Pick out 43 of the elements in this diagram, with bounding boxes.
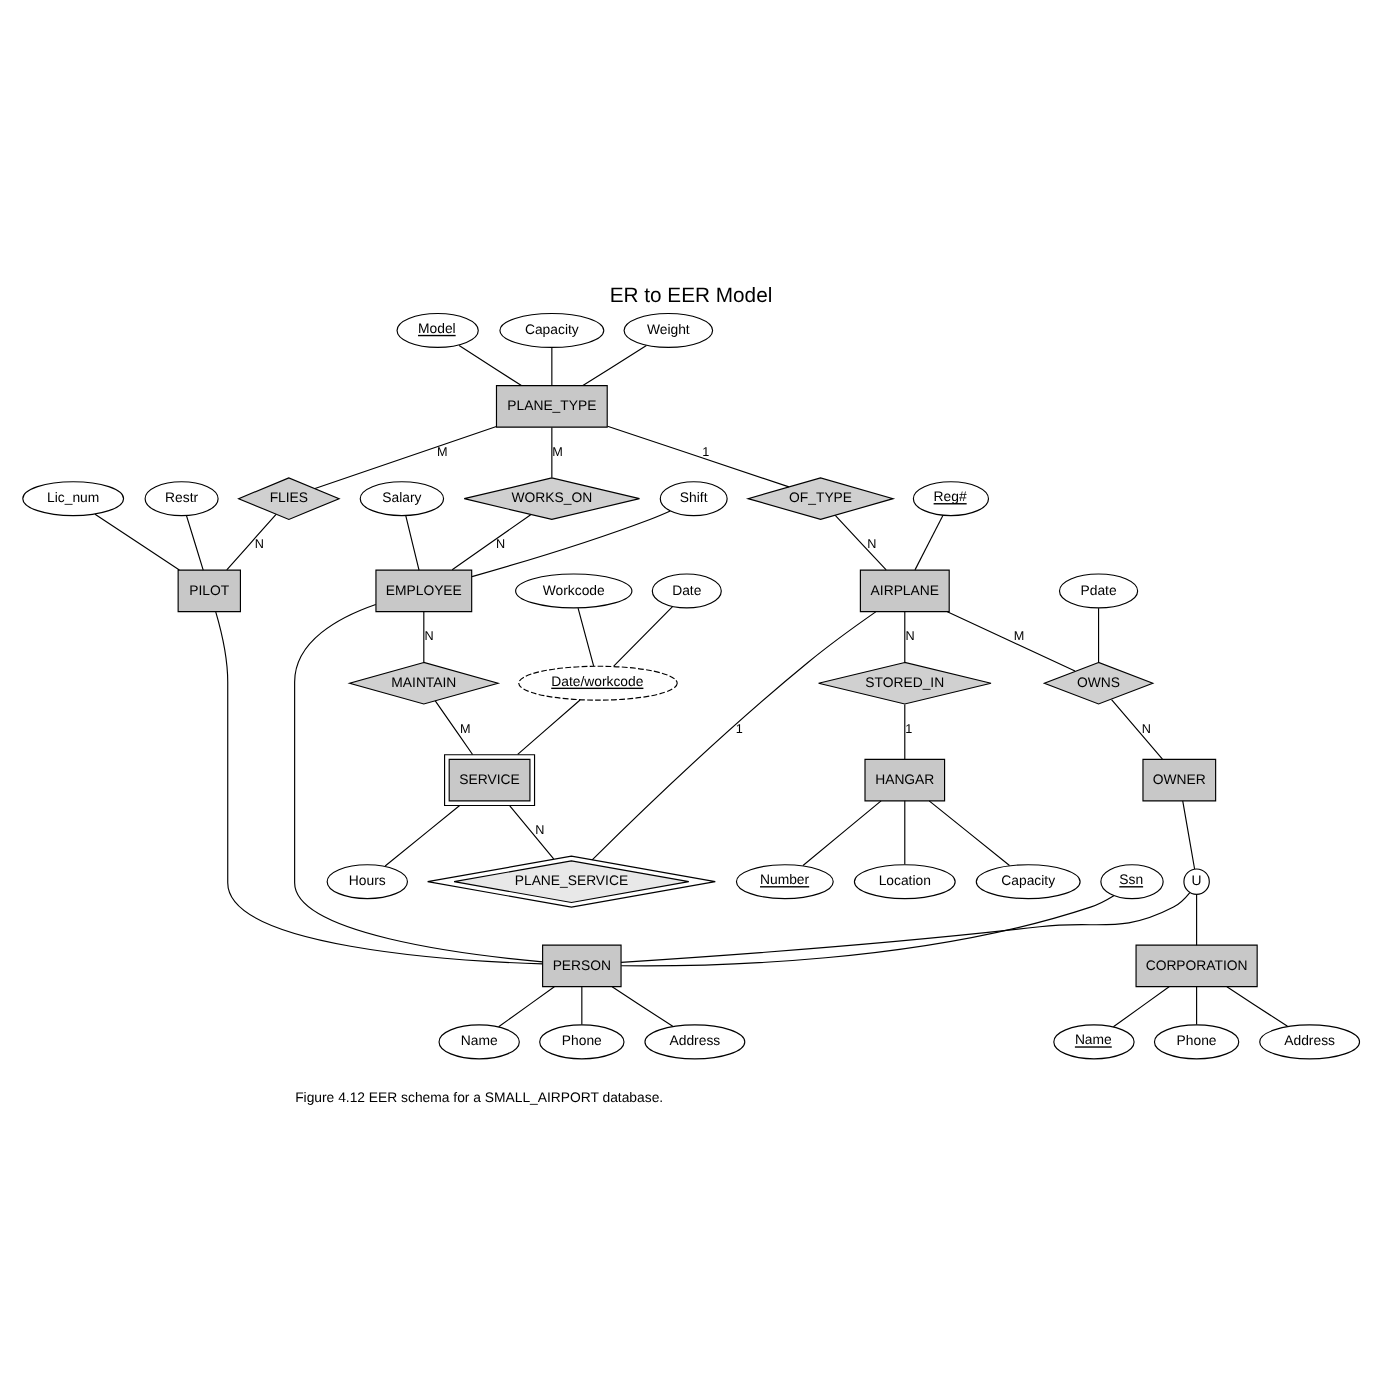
connector (1181, 800, 1195, 870)
connector (612, 605, 673, 667)
connector (516, 699, 580, 755)
connector (1109, 698, 1162, 760)
connector (383, 804, 460, 867)
connector (801, 800, 881, 867)
connector (903, 611, 905, 663)
connector (945, 611, 1075, 672)
connector (214, 611, 543, 965)
connector (927, 800, 1010, 867)
connector (450, 514, 531, 571)
connector (619, 892, 1190, 963)
connector (1225, 986, 1288, 1027)
connector (550, 426, 552, 479)
connector (433, 700, 473, 756)
connector (1097, 607, 1099, 663)
diagram-title: ER to EER Model (608, 286, 772, 309)
connector (833, 514, 886, 571)
connector (184, 515, 203, 571)
connector (581, 344, 646, 387)
connector (313, 425, 496, 490)
connector (1111, 986, 1169, 1028)
connector (610, 986, 673, 1027)
connector (1195, 986, 1197, 1025)
connector (1195, 894, 1197, 946)
connector (619, 895, 1114, 967)
connector (580, 986, 582, 1025)
connector (590, 611, 876, 861)
connector (497, 986, 554, 1028)
connector (913, 514, 943, 571)
connector (576, 607, 594, 667)
connector (508, 805, 554, 860)
connector (404, 515, 419, 571)
connector (903, 703, 905, 760)
connector (457, 344, 521, 387)
connector (550, 347, 552, 387)
connector (422, 611, 424, 663)
connector (293, 603, 543, 963)
connector (605, 425, 789, 488)
connector (470, 510, 670, 578)
connector (93, 513, 179, 571)
connector (903, 800, 905, 865)
connector (225, 513, 276, 571)
